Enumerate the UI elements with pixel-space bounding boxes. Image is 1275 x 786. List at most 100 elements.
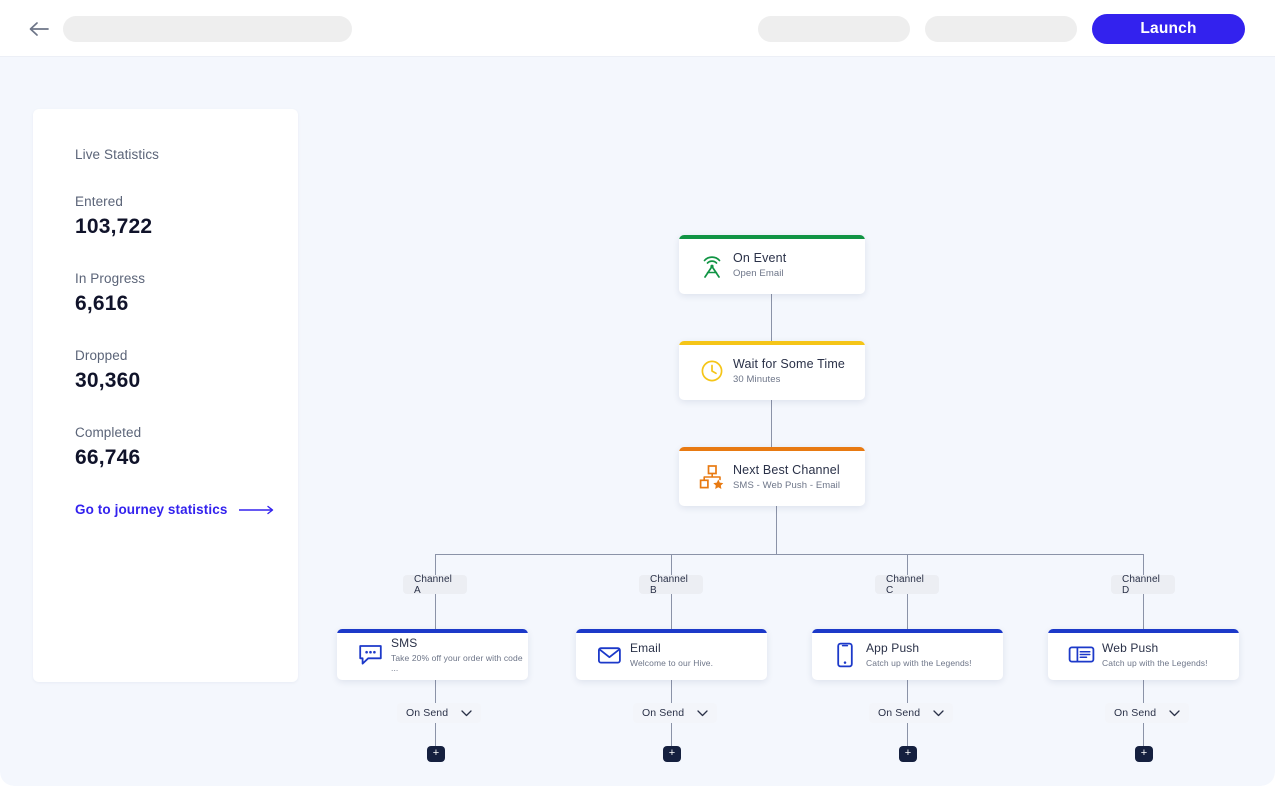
journey-canvas[interactable]: Live Statistics Entered 103,722 In Progr… — [0, 57, 1275, 786]
envelope-icon — [592, 644, 626, 666]
add-step-button-d[interactable]: + — [1135, 746, 1153, 762]
connector-pill-to-card-c — [907, 594, 908, 629]
mobile-phone-icon — [828, 642, 862, 668]
on-send-label: On Send — [1114, 707, 1157, 719]
connector-pill-to-card-b — [671, 594, 672, 629]
header-action-placeholder-2[interactable] — [925, 16, 1077, 42]
node-title: App Push — [866, 641, 920, 655]
node-text: Wait for Some Time 30 Minutes — [733, 357, 845, 385]
go-to-journey-statistics-link[interactable]: Go to journey statistics — [75, 502, 298, 517]
connector-onsend-to-plus-c — [907, 723, 908, 746]
connector-trigger-to-wait — [771, 294, 772, 341]
on-send-select-a[interactable]: On Send — [397, 703, 482, 723]
node-on-event[interactable]: On Event Open Email — [679, 235, 865, 294]
stat-label: Entered — [75, 194, 123, 209]
live-statistics-panel: Live Statistics Entered 103,722 In Progr… — [33, 109, 298, 682]
on-send-select-d[interactable]: On Send — [1105, 703, 1190, 723]
node-subtitle: Catch up with the Legends! — [1102, 658, 1208, 668]
connector-bus-to-channel-d — [1143, 554, 1144, 575]
connector-nbc-to-bus — [776, 506, 777, 555]
sms-bubble-icon — [353, 643, 387, 667]
node-subtitle: Open Email — [733, 267, 784, 279]
node-subtitle: 30 Minutes — [733, 373, 781, 385]
connector-card-to-onsend-a — [435, 680, 436, 703]
chevron-down-icon — [461, 709, 472, 716]
connector-card-to-onsend-d — [1143, 680, 1144, 703]
hierarchy-star-icon — [695, 464, 729, 490]
node-channel-app-push[interactable]: App Push Catch up with the Legends! — [812, 629, 1003, 680]
stat-label: Dropped — [75, 348, 128, 363]
connector-card-to-onsend-b — [671, 680, 672, 703]
stat-value: 66,746 — [75, 446, 141, 469]
add-step-button-b[interactable]: + — [663, 746, 681, 762]
stat-value: 6,616 — [75, 292, 129, 315]
node-next-best-channel[interactable]: Next Best Channel SMS - Web Push - Email — [679, 447, 865, 506]
branch-label-channel-a[interactable]: Channel A — [403, 574, 467, 596]
node-text: On Event Open Email — [733, 251, 786, 279]
stat-dropped: Dropped 30,360 — [75, 348, 298, 393]
connector-card-to-onsend-c — [907, 680, 908, 703]
connector-bus-to-channel-c — [907, 554, 908, 575]
node-text: Next Best Channel SMS - Web Push - Email — [733, 463, 840, 491]
stat-completed: Completed 66,746 — [75, 425, 298, 470]
on-send-label: On Send — [642, 707, 685, 719]
node-text: App Push Catch up with the Legends! — [866, 641, 972, 668]
panel-title: Live Statistics — [75, 147, 160, 162]
connector-onsend-to-plus-a — [435, 723, 436, 746]
on-send-select-c[interactable]: On Send — [869, 703, 954, 723]
stat-label: Completed — [75, 425, 142, 440]
branch-label-channel-d[interactable]: Channel D — [1111, 574, 1175, 596]
node-wait-for-some-time[interactable]: Wait for Some Time 30 Minutes — [679, 341, 865, 400]
on-send-select-b[interactable]: On Send — [633, 703, 718, 723]
node-channel-sms[interactable]: SMS Take 20% off your order with code ..… — [337, 629, 528, 680]
connector-bus-to-channel-b — [671, 554, 672, 575]
node-title: SMS — [391, 636, 418, 650]
connector-onsend-to-plus-d — [1143, 723, 1144, 746]
node-subtitle: Take 20% off your order with code ... — [391, 653, 523, 673]
clock-icon — [695, 359, 729, 383]
node-title: On Event — [733, 250, 787, 265]
node-title: Email — [630, 641, 661, 655]
stat-label: In Progress — [75, 271, 146, 286]
connector-wait-to-nbc — [771, 400, 772, 447]
stat-entered: Entered 103,722 — [75, 194, 298, 239]
node-channel-web-push[interactable]: Web Push Catch up with the Legends! — [1048, 629, 1239, 680]
node-subtitle: Welcome to our Hive. — [630, 658, 714, 668]
branch-label-channel-c[interactable]: Channel C — [875, 574, 939, 596]
back-button[interactable] — [27, 17, 51, 41]
stat-value: 30,360 — [75, 369, 141, 392]
journey-title-placeholder[interactable] — [63, 16, 352, 42]
node-title: Wait for Some Time — [733, 356, 845, 371]
top-header: Launch — [0, 0, 1275, 57]
connector-pill-to-card-d — [1143, 594, 1144, 629]
browser-window-icon — [1064, 644, 1098, 665]
arrow-right-icon — [239, 505, 274, 514]
node-subtitle: SMS - Web Push - Email — [733, 479, 841, 491]
branch-bus-line — [435, 554, 1144, 555]
stat-in-progress: In Progress 6,616 — [75, 271, 298, 316]
node-subtitle: Catch up with the Legends! — [866, 658, 972, 668]
node-title: Web Push — [1102, 641, 1159, 655]
add-step-button-a[interactable]: + — [427, 746, 445, 762]
chevron-down-icon — [1169, 709, 1180, 716]
node-channel-email[interactable]: Email Welcome to our Hive. — [576, 629, 767, 680]
on-send-label: On Send — [406, 707, 449, 719]
link-label: Go to journey statistics — [75, 502, 228, 517]
launch-button[interactable]: Launch — [1092, 14, 1245, 44]
connector-bus-to-channel-a — [435, 554, 436, 575]
add-step-button-c[interactable]: + — [899, 746, 917, 762]
chevron-down-icon — [933, 709, 944, 716]
stat-value: 103,722 — [75, 215, 153, 238]
node-text: SMS Take 20% off your order with code ..… — [391, 636, 528, 673]
node-text: Web Push Catch up with the Legends! — [1102, 641, 1208, 668]
arrow-left-icon — [29, 22, 49, 36]
broadcast-antenna-icon — [695, 252, 729, 278]
branch-label-channel-b[interactable]: Channel B — [639, 574, 703, 596]
on-send-label: On Send — [878, 707, 921, 719]
node-title: Next Best Channel — [733, 462, 840, 477]
connector-onsend-to-plus-b — [671, 723, 672, 746]
chevron-down-icon — [697, 709, 708, 716]
connector-pill-to-card-a — [435, 594, 436, 629]
header-action-placeholder-1[interactable] — [758, 16, 910, 42]
